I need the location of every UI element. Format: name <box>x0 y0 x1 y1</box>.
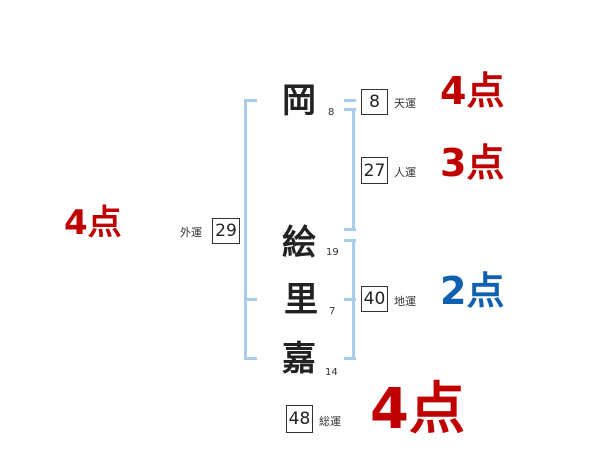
soukaku-label: 総運 <box>319 415 341 428</box>
chikaku-score: 2点 <box>440 269 505 313</box>
jinkaku-value-box: 27 <box>361 157 388 184</box>
soukaku-score: 4点 <box>370 377 465 442</box>
jinkaku-bracket-vertical <box>352 108 355 231</box>
jinkaku-label: 人運 <box>394 166 416 179</box>
stroke-count-3: 7 <box>329 306 336 317</box>
gaikaku-bracket-top <box>244 99 257 102</box>
stroke-count-2: 19 <box>326 247 339 258</box>
jinkaku-score: 3点 <box>440 141 505 185</box>
name-char-3: 里 <box>284 280 318 320</box>
gaikaku-bracket-vertical <box>244 100 247 360</box>
chikaku-bracket-top <box>344 239 356 242</box>
stroke-count-1: 8 <box>328 107 335 118</box>
tenkaku-tick <box>344 99 356 102</box>
gaikaku-label: 外運 <box>180 226 202 239</box>
chikaku-label: 地運 <box>394 295 416 308</box>
tenkaku-label: 天運 <box>394 97 416 110</box>
gaikaku-score: 4点 <box>64 203 122 243</box>
gaikaku-bracket-bottom <box>244 357 257 360</box>
chikaku-value-box: 40 <box>361 286 388 312</box>
tenkaku-value-box: 8 <box>361 89 388 115</box>
stroke-count-4: 14 <box>325 367 338 378</box>
tenkaku-score: 4点 <box>440 69 505 113</box>
jinkaku-bracket-bottom <box>344 228 356 231</box>
chikaku-bracket-bottom <box>344 357 356 360</box>
name-char-4: 嘉 <box>282 339 316 379</box>
gaikaku-bracket-middle <box>244 298 257 301</box>
jinkaku-bracket-top <box>344 108 356 111</box>
chikaku-bracket-middle <box>344 298 356 301</box>
name-char-2: 絵 <box>282 223 316 263</box>
name-char-1: 岡 <box>282 81 316 121</box>
soukaku-value-box: 48 <box>286 405 313 433</box>
gaikaku-value-box: 29 <box>212 218 240 244</box>
